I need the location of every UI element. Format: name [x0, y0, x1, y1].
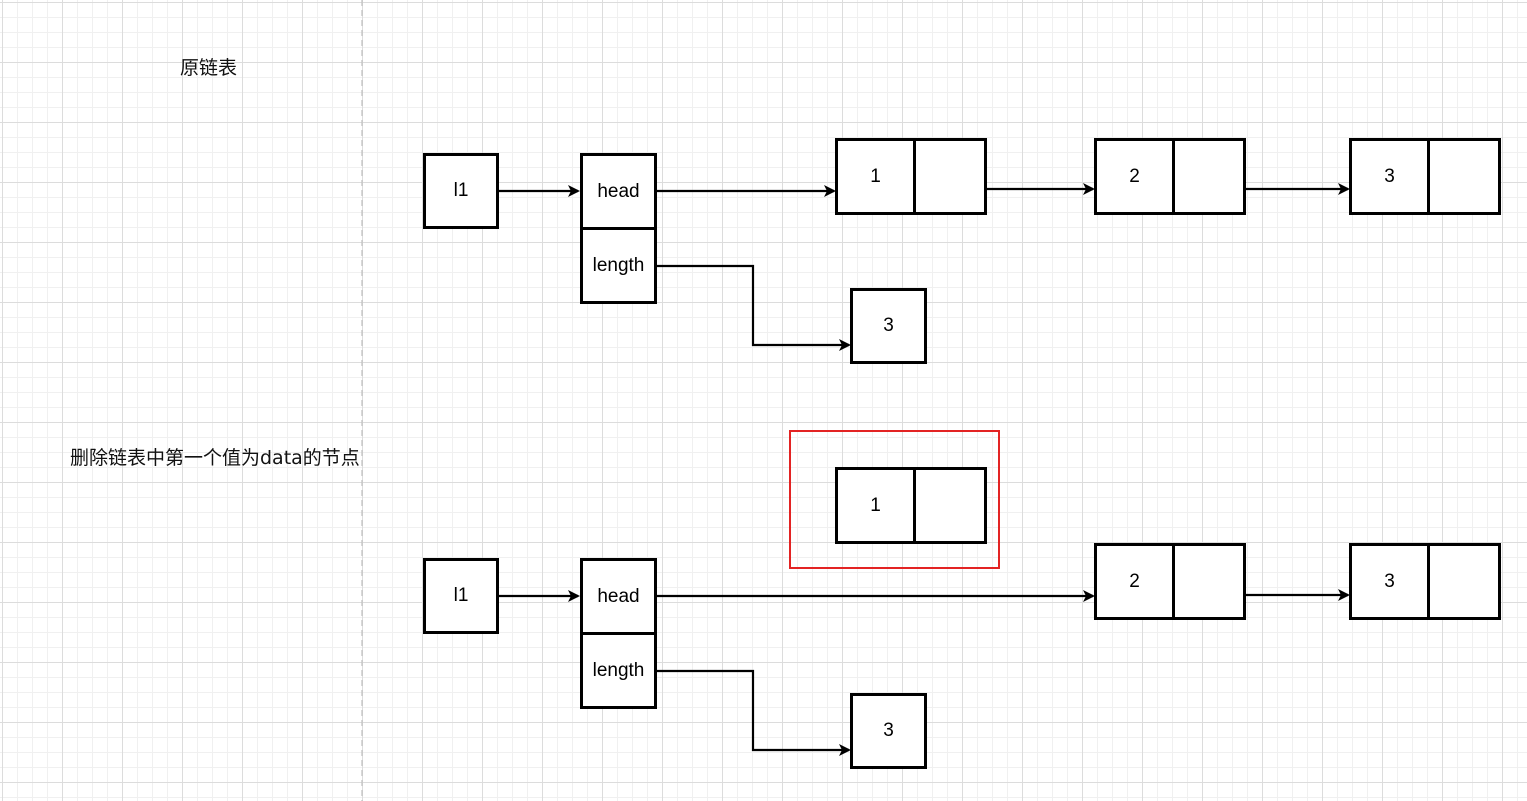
node-next-pointer — [1430, 546, 1498, 617]
node-value: 3 — [1352, 141, 1430, 212]
list-node-top-2: 2 — [1094, 138, 1246, 215]
node-value: 2 — [1097, 141, 1175, 212]
node-value: 2 — [1097, 546, 1175, 617]
list-node-top-1: 1 — [835, 138, 987, 215]
section-title-original: 原链表 — [180, 57, 238, 79]
node-value: 1 — [838, 470, 916, 541]
removed-list-node: 1 — [835, 467, 987, 544]
node-next-pointer — [1175, 546, 1243, 617]
node-value: 3 — [1352, 546, 1430, 617]
node-next-pointer — [1175, 141, 1243, 212]
list-node-bottom-2: 2 — [1094, 543, 1246, 620]
head-field-top: head — [580, 153, 657, 230]
node-next-pointer — [916, 470, 984, 541]
head-field-bottom: head — [580, 558, 657, 635]
arrow-length-to-value-top — [656, 264, 851, 351]
node-next-pointer — [1430, 141, 1498, 212]
length-field-top: length — [580, 227, 657, 304]
arrow-length-to-value-bottom — [656, 669, 851, 756]
removed-node-highlight — [789, 430, 1000, 569]
node-next-pointer — [916, 141, 984, 212]
section-title-after: 删除链表中第一个值为data的节点 — [70, 447, 360, 469]
var-l1-box-bottom: l1 — [423, 558, 499, 634]
length-field-bottom: length — [580, 632, 657, 709]
length-value-box-top: 3 — [850, 288, 927, 364]
length-value-box-bottom: 3 — [850, 693, 927, 769]
var-l1-box-top: l1 — [423, 153, 499, 229]
list-node-top-3: 3 — [1349, 138, 1501, 215]
node-value: 1 — [838, 141, 916, 212]
list-node-bottom-3: 3 — [1349, 543, 1501, 620]
